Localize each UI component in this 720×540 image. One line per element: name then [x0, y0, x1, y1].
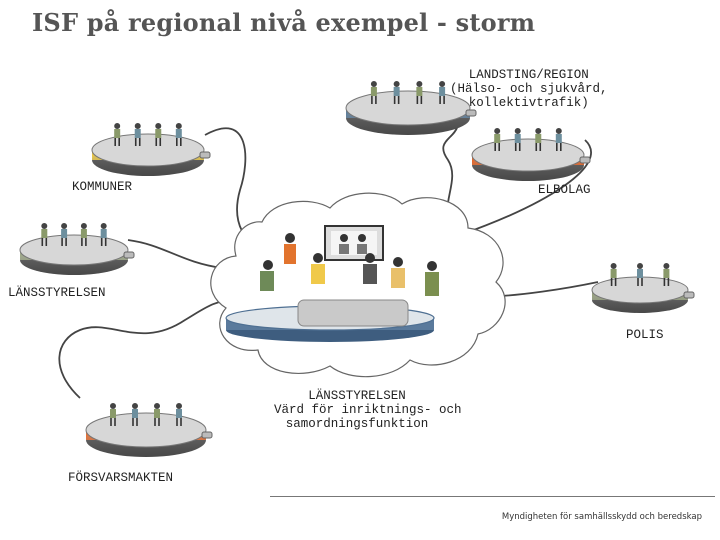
person-icon — [663, 263, 670, 286]
cable-forsvarsmakten — [58, 299, 236, 399]
person-icon — [514, 128, 521, 151]
person-icon — [393, 81, 400, 104]
platform-kommuner — [91, 123, 211, 176]
person-icon — [494, 128, 501, 151]
person-icon — [285, 233, 295, 243]
person-icon — [155, 123, 162, 146]
person-icon — [61, 223, 68, 246]
label-landsting-line: LANDSTING/REGION — [468, 68, 589, 82]
platform-lansstyrelsen — [19, 223, 135, 275]
label-polis: POLIS — [626, 328, 664, 342]
person-icon — [637, 263, 643, 286]
label-forsvarsmakten: FÖRSVARSMAKTEN — [68, 471, 174, 485]
person-icon — [555, 128, 562, 151]
person-icon — [41, 223, 48, 246]
footer-organization: Myndigheten för samhällsskydd och bereds… — [501, 512, 702, 522]
person-icon — [610, 263, 617, 286]
person-icon — [175, 123, 182, 146]
label-landsting-line: (Hälso- och sjukvård, — [450, 82, 608, 96]
cable-lansstyrelsen — [127, 239, 223, 269]
person-icon — [80, 223, 87, 246]
label-center-line: samordningsfunktion — [285, 417, 429, 431]
cable-polis — [499, 281, 599, 297]
label-center: LÄNSSTYRELSEN Värd för inriktnings- och … — [274, 389, 462, 431]
platform-polis — [591, 263, 695, 313]
person-icon — [439, 81, 446, 104]
label-lansstyrelsen: LÄNSSTYRELSEN — [8, 286, 106, 300]
label-center-line: Värd för inriktnings- och — [274, 403, 462, 417]
label-elbolag: ELBOLAG — [538, 183, 591, 197]
platform-elbolag — [471, 128, 591, 181]
central-cloud — [210, 192, 506, 378]
label-landsting-line: kollektivtrafik) — [468, 96, 589, 110]
person-icon — [100, 223, 107, 246]
label-landsting: LANDSTING/REGION (Hälso- och sjukvård, k… — [450, 68, 608, 110]
platform-landsting — [345, 81, 477, 135]
person-icon — [416, 81, 423, 104]
person-icon — [154, 403, 160, 426]
label-kommuner: KOMMUNER — [72, 180, 133, 194]
person-icon — [535, 128, 542, 151]
central-meeting-table — [225, 225, 439, 342]
person-icon — [132, 403, 138, 426]
cable-elbolag — [459, 139, 592, 236]
person-icon — [176, 403, 182, 426]
person-icon — [134, 123, 141, 146]
person-icon — [114, 123, 121, 146]
footer-divider — [270, 496, 715, 497]
platform-forsvarsmakten — [85, 403, 213, 457]
label-center-line: LÄNSSTYRELSEN — [308, 389, 406, 403]
slide-title: ISF på regional nivå exempel - storm — [32, 8, 536, 37]
person-icon — [110, 403, 116, 426]
person-icon — [370, 81, 377, 104]
